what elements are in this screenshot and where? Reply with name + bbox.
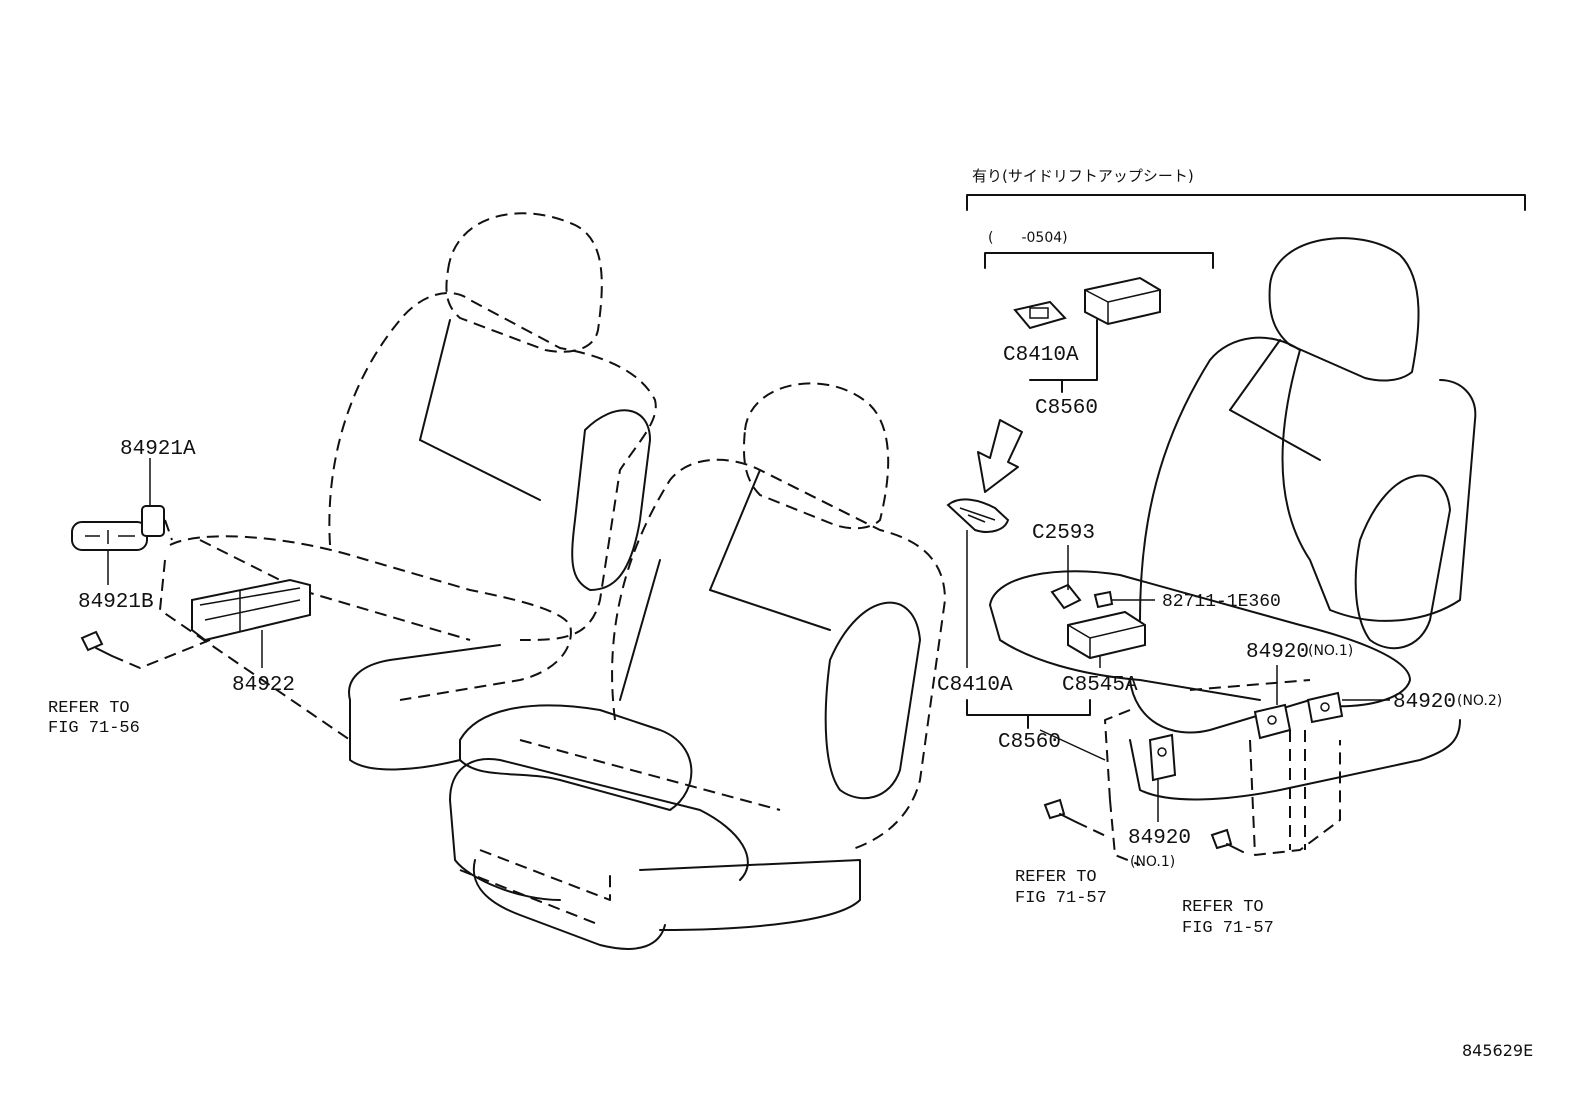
label-84920-b: 84920	[1393, 691, 1456, 714]
receiver-c2593	[1050, 583, 1082, 610]
label-84920-b-note: (NO.2)	[1457, 693, 1502, 709]
middle-seat-outline	[449, 382, 946, 950]
label-c8560-top: C8560	[1035, 397, 1098, 420]
ref-right-line1: REFER TO	[1182, 898, 1264, 917]
seat-switch-84921B	[71, 521, 148, 551]
bracket-84920-no2	[1306, 691, 1344, 724]
ecu-c8560-top	[1084, 276, 1161, 326]
bolt-left-icon	[80, 630, 113, 657]
remote-control-c8410a-top	[1013, 300, 1067, 330]
down-arrow-icon	[977, 419, 1023, 493]
label-c8410a-top: C8410A	[1003, 344, 1079, 367]
label-84920-c: 84920	[1128, 827, 1191, 850]
bracket-84920-no1-upper	[1253, 703, 1292, 740]
bracket-84920-no1-lower	[1148, 733, 1177, 782]
left-seat-outline	[159, 212, 657, 771]
label-c8560: C8560	[998, 731, 1061, 754]
label-84921A: 84921A	[120, 438, 196, 461]
bolt-middle-icon	[1043, 798, 1077, 823]
ecu-c8545a	[1067, 610, 1146, 660]
label-84922: 84922	[232, 674, 295, 697]
label-82711: 82711-1E360	[1162, 592, 1281, 612]
label-c8410a: C8410A	[937, 674, 1013, 697]
bolt-right-icon	[1210, 828, 1244, 853]
seat-module-84922	[191, 578, 311, 642]
switch-knob-84921A	[141, 505, 165, 537]
ref-mid-line2: FIG 71-57	[1015, 889, 1107, 908]
label-c8545a: C8545A	[1062, 674, 1138, 697]
ref-left-line2: FIG 71-56	[48, 719, 140, 738]
option-label: 有り(サイドリフトアップシート)	[972, 167, 1194, 185]
label-84920-c-note: (NO.1)	[1130, 854, 1175, 870]
ref-mid-line1: REFER TO	[1015, 868, 1097, 887]
remote-control-c8410a	[946, 498, 1010, 533]
right-seat-outline	[989, 237, 1477, 866]
clip-82711-icon	[1093, 590, 1114, 609]
label-c2593: C2593	[1032, 522, 1095, 545]
range-label: ( -0504)	[988, 230, 1068, 246]
diagram-id: 845629E	[1462, 1041, 1533, 1060]
label-84920-a-note: (NO.1)	[1308, 643, 1353, 659]
ref-right-line2: FIG 71-57	[1182, 919, 1274, 938]
label-84920-a: 84920	[1246, 641, 1309, 664]
ref-left-line1: REFER TO	[48, 699, 130, 718]
label-84921B: 84921B	[78, 591, 154, 614]
